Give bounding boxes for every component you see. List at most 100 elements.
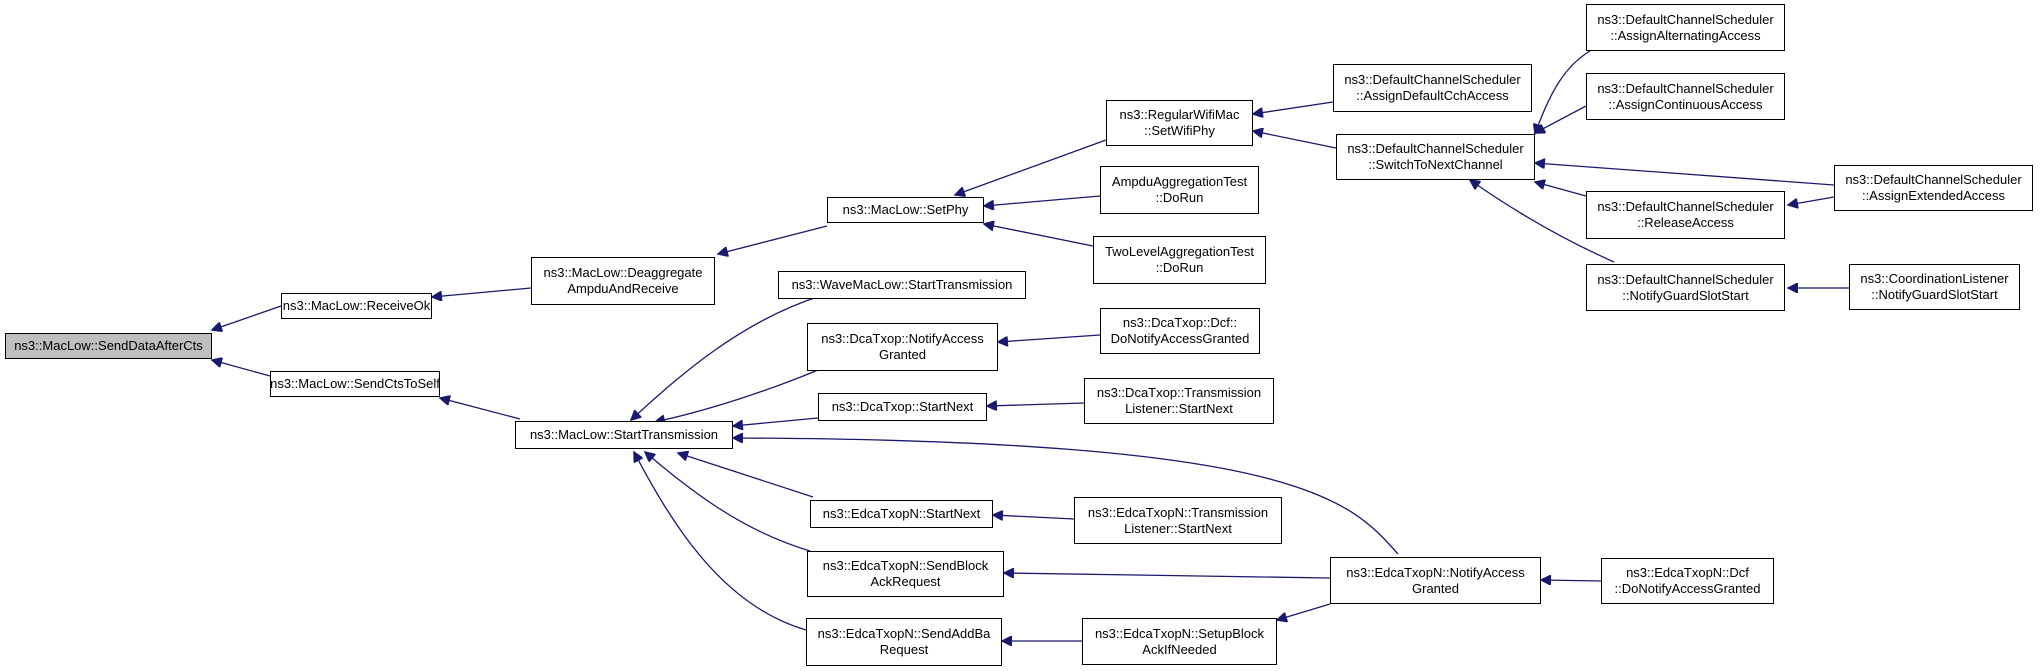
node-label-line-2: ::AssignContinuousAccess xyxy=(1608,96,1763,112)
node-label-line-2: ::NotifyGuardSlotStart xyxy=(1622,287,1749,303)
node-edca-notify-access-granted[interactable]: ns3::EdcaTxopN::NotifyAccess Granted xyxy=(1330,557,1541,604)
edge-set-phy-to-deaggregate xyxy=(718,225,828,254)
edge-edca-dcf-notify-to-edca-notify-access xyxy=(1541,580,1602,581)
edge-ampdu-test-to-set-phy xyxy=(984,195,1101,206)
node-label: ns3::MacLow::ReceiveOk xyxy=(282,298,431,313)
node-label-line-2: Listener::StartNext xyxy=(1125,401,1233,416)
node-edca-setup-block-ack-if-needed[interactable]: ns3::EdcaTxopN::SetupBlock AckIfNeeded xyxy=(1082,618,1277,665)
node-label: ns3::MacLow::SendCtsToSelf xyxy=(270,376,440,391)
node-dca-dcf-do-notify-access-granted[interactable]: ns3::DcaTxop::Dcf:: DoNotifyAccessGrante… xyxy=(1100,308,1260,354)
edge-dca-notify-access-to-start-transmission xyxy=(655,369,819,422)
node-assign-continuous-access[interactable]: ns3::DefaultChannelScheduler ::AssignCon… xyxy=(1586,73,1785,120)
node-label: ns3::MacLow::SendDataAfterCts xyxy=(14,338,203,353)
node-label-line-2: DoNotifyAccessGranted xyxy=(1110,331,1250,346)
node-label-line-1: ns3::MacLow::Deaggregate xyxy=(543,265,703,280)
node-label: ns3::WaveMacLow::StartTransmission xyxy=(791,277,1013,292)
node-label-line-1: ns3::DefaultChannelScheduler xyxy=(1597,80,1774,96)
node-assign-default-cch-access[interactable]: ns3::DefaultChannelScheduler ::AssignDef… xyxy=(1333,64,1532,112)
edge-edca-start-next-to-start-transmission xyxy=(678,453,814,498)
node-send-data-after-cts: ns3::MacLow::SendDataAfterCts xyxy=(5,333,212,359)
node-label-line-1: ns3::EdcaTxopN::SendBlock xyxy=(822,558,989,573)
node-start-transmission[interactable]: ns3::MacLow::StartTransmission xyxy=(515,421,733,449)
node-switch-to-next-channel[interactable]: ns3::DefaultChannelScheduler ::SwitchToN… xyxy=(1336,134,1535,180)
node-set-phy[interactable]: ns3::MacLow::SetPhy xyxy=(827,197,984,223)
node-label: ns3::DcaTxop::StartNext xyxy=(831,399,974,414)
node-label-line-1: ns3::DcaTxop::NotifyAccess xyxy=(821,331,984,346)
node-label-line-1: ns3::CoordinationListener xyxy=(1860,271,2009,286)
node-label-line-1: ns3::DefaultChannelScheduler xyxy=(1845,172,2022,187)
node-label-line-2: Granted xyxy=(879,347,926,362)
edge-assign-extended-to-release-access xyxy=(1788,196,1835,205)
node-label-line-2: ::SwitchToNextChannel xyxy=(1368,157,1503,172)
edge-assign-alternating-to-switch-to-next xyxy=(1535,50,1591,134)
edge-edca-notify-access-to-edca-send-block-ack xyxy=(1004,573,1331,579)
node-send-cts-to-self[interactable]: ns3::MacLow::SendCtsToSelf xyxy=(270,371,440,397)
edge-assign-continuous-to-switch-to-next xyxy=(1535,105,1587,133)
node-label-line-2: ::DoRun xyxy=(1155,260,1204,275)
node-label-line-1: ns3::RegularWifiMac xyxy=(1119,107,1240,122)
node-label-line-2: ::DoNotifyAccessGranted xyxy=(1614,581,1761,596)
node-dca-start-next[interactable]: ns3::DcaTxop::StartNext xyxy=(818,393,987,421)
node-label-line-1: ns3::EdcaTxopN::NotifyAccess xyxy=(1346,564,1525,580)
node-label-line-1: TwoLevelAggregationTest xyxy=(1105,244,1254,259)
node-label-line-1: AmpduAggregationTest xyxy=(1111,174,1248,189)
edge-dca-dcf-notify-to-dca-notify-access xyxy=(998,334,1101,342)
node-regular-wifi-mac-set-wifi-phy[interactable]: ns3::RegularWifiMac ::SetWifiPhy xyxy=(1106,100,1253,146)
node-label-line-1: ns3::DefaultChannelScheduler xyxy=(1347,141,1524,156)
edge-dca-start-next-to-start-transmission xyxy=(733,417,819,426)
node-edca-send-block-ack-request[interactable]: ns3::EdcaTxopN::SendBlock AckRequest xyxy=(807,551,1004,597)
edge-edca-send-addba-to-start-transmission xyxy=(634,452,807,631)
node-label-line-2: Granted xyxy=(1412,580,1459,596)
edge-edca-notify-access-to-start-transmission xyxy=(733,438,1399,555)
node-label-line-2: AmpduAndReceive xyxy=(567,281,679,296)
edge-two-level-test-to-set-phy xyxy=(984,224,1094,247)
node-coordination-listener-notify-guard-slot-start[interactable]: ns3::CoordinationListener ::NotifyGuardS… xyxy=(1849,264,2020,310)
node-label: ns3::MacLow::StartTransmission xyxy=(529,427,719,442)
node-edca-dcf-do-notify-access-granted[interactable]: ns3::EdcaTxopN::Dcf ::DoNotifyAccessGran… xyxy=(1601,558,1774,604)
edge-edca-tx-listener-to-edca-start-next xyxy=(993,515,1075,519)
node-assign-extended-access[interactable]: ns3::DefaultChannelScheduler ::AssignExt… xyxy=(1834,165,2033,211)
node-two-level-aggregation-test-do-run[interactable]: TwoLevelAggregationTest ::DoRun xyxy=(1093,236,1266,284)
node-label-line-1: ns3::DefaultChannelScheduler xyxy=(1597,199,1774,214)
node-edca-send-addba-request[interactable]: ns3::EdcaTxopN::SendAddBa Request xyxy=(806,618,1002,666)
edge-start-transmission-to-send-cts-to-self xyxy=(440,398,521,420)
edge-send-cts-to-self-to-send-data-after-cts xyxy=(212,360,271,377)
edge-regular-wifi-mac-to-set-phy xyxy=(955,139,1107,195)
node-label-line-2: Listener::StartNext xyxy=(1124,520,1232,536)
edge-receive-ok-to-send-data-after-cts xyxy=(212,305,282,330)
node-label-line-1: ns3::DefaultChannelScheduler xyxy=(1597,271,1774,287)
node-label-line-1: ns3::DcaTxop::Transmission xyxy=(1096,385,1262,400)
node-edca-transmission-listener-start-next[interactable]: ns3::EdcaTxopN::Transmission Listener::S… xyxy=(1074,497,1282,544)
node-label-line-1: ns3::DefaultChannelScheduler xyxy=(1597,11,1774,27)
node-label-line-2: ::NotifyGuardSlotStart xyxy=(1871,287,1998,302)
node-assign-alternating-access[interactable]: ns3::DefaultChannelScheduler ::AssignAlt… xyxy=(1586,4,1785,51)
node-label: ns3::MacLow::SetPhy xyxy=(842,202,969,217)
node-label-line-1: ns3::EdcaTxopN::Dcf xyxy=(1626,565,1749,580)
edge-wave-start-tx-to-start-transmission xyxy=(631,295,821,420)
node-label-line-2: ::AssignDefaultCchAccess xyxy=(1356,88,1509,103)
node-wave-mac-low-start-transmission[interactable]: ns3::WaveMacLow::StartTransmission xyxy=(778,271,1026,299)
node-deaggregate-ampdu-and-receive[interactable]: ns3::MacLow::Deaggregate AmpduAndReceive xyxy=(531,257,715,305)
edge-edca-notify-access-to-edca-setup-block-ack xyxy=(1277,603,1331,620)
edge-edca-send-block-ack-to-start-transmission xyxy=(645,452,811,552)
node-label-line-1: ns3::EdcaTxopN::SetupBlock xyxy=(1094,625,1265,641)
node-notify-guard-slot-start[interactable]: ns3::DefaultChannelScheduler ::NotifyGua… xyxy=(1586,264,1785,311)
node-dca-notify-access-granted[interactable]: ns3::DcaTxop::NotifyAccess Granted xyxy=(807,323,998,371)
node-edca-start-next[interactable]: ns3::EdcaTxopN::StartNext xyxy=(810,500,993,528)
edge-deaggregate-to-receive-ok xyxy=(432,287,532,297)
node-label-line-1: ns3::EdcaTxopN::SendAddBa xyxy=(817,626,991,641)
edge-switch-to-next-to-regular-wifi-mac xyxy=(1253,131,1337,149)
node-dca-transmission-listener-start-next[interactable]: ns3::DcaTxop::Transmission Listener::Sta… xyxy=(1084,378,1274,424)
node-label-line-2: ::DoRun xyxy=(1155,190,1204,205)
edge-notify-guard-slot-to-switch-to-next xyxy=(1470,180,1615,263)
node-release-access[interactable]: ns3::DefaultChannelScheduler ::ReleaseAc… xyxy=(1586,191,1785,239)
node-label-line-2: ::SetWifiPhy xyxy=(1144,123,1215,138)
node-label-line-2: AckRequest xyxy=(870,574,941,589)
edge-dca-tx-listener-to-dca-start-next xyxy=(987,403,1085,406)
edge-assign-extended-to-switch-to-next xyxy=(1535,163,1835,186)
node-label-line-1: ns3::DefaultChannelScheduler xyxy=(1344,72,1521,87)
node-ampdu-aggregation-test-do-run[interactable]: AmpduAggregationTest ::DoRun xyxy=(1100,166,1259,214)
node-receive-ok[interactable]: ns3::MacLow::ReceiveOk xyxy=(281,293,432,319)
